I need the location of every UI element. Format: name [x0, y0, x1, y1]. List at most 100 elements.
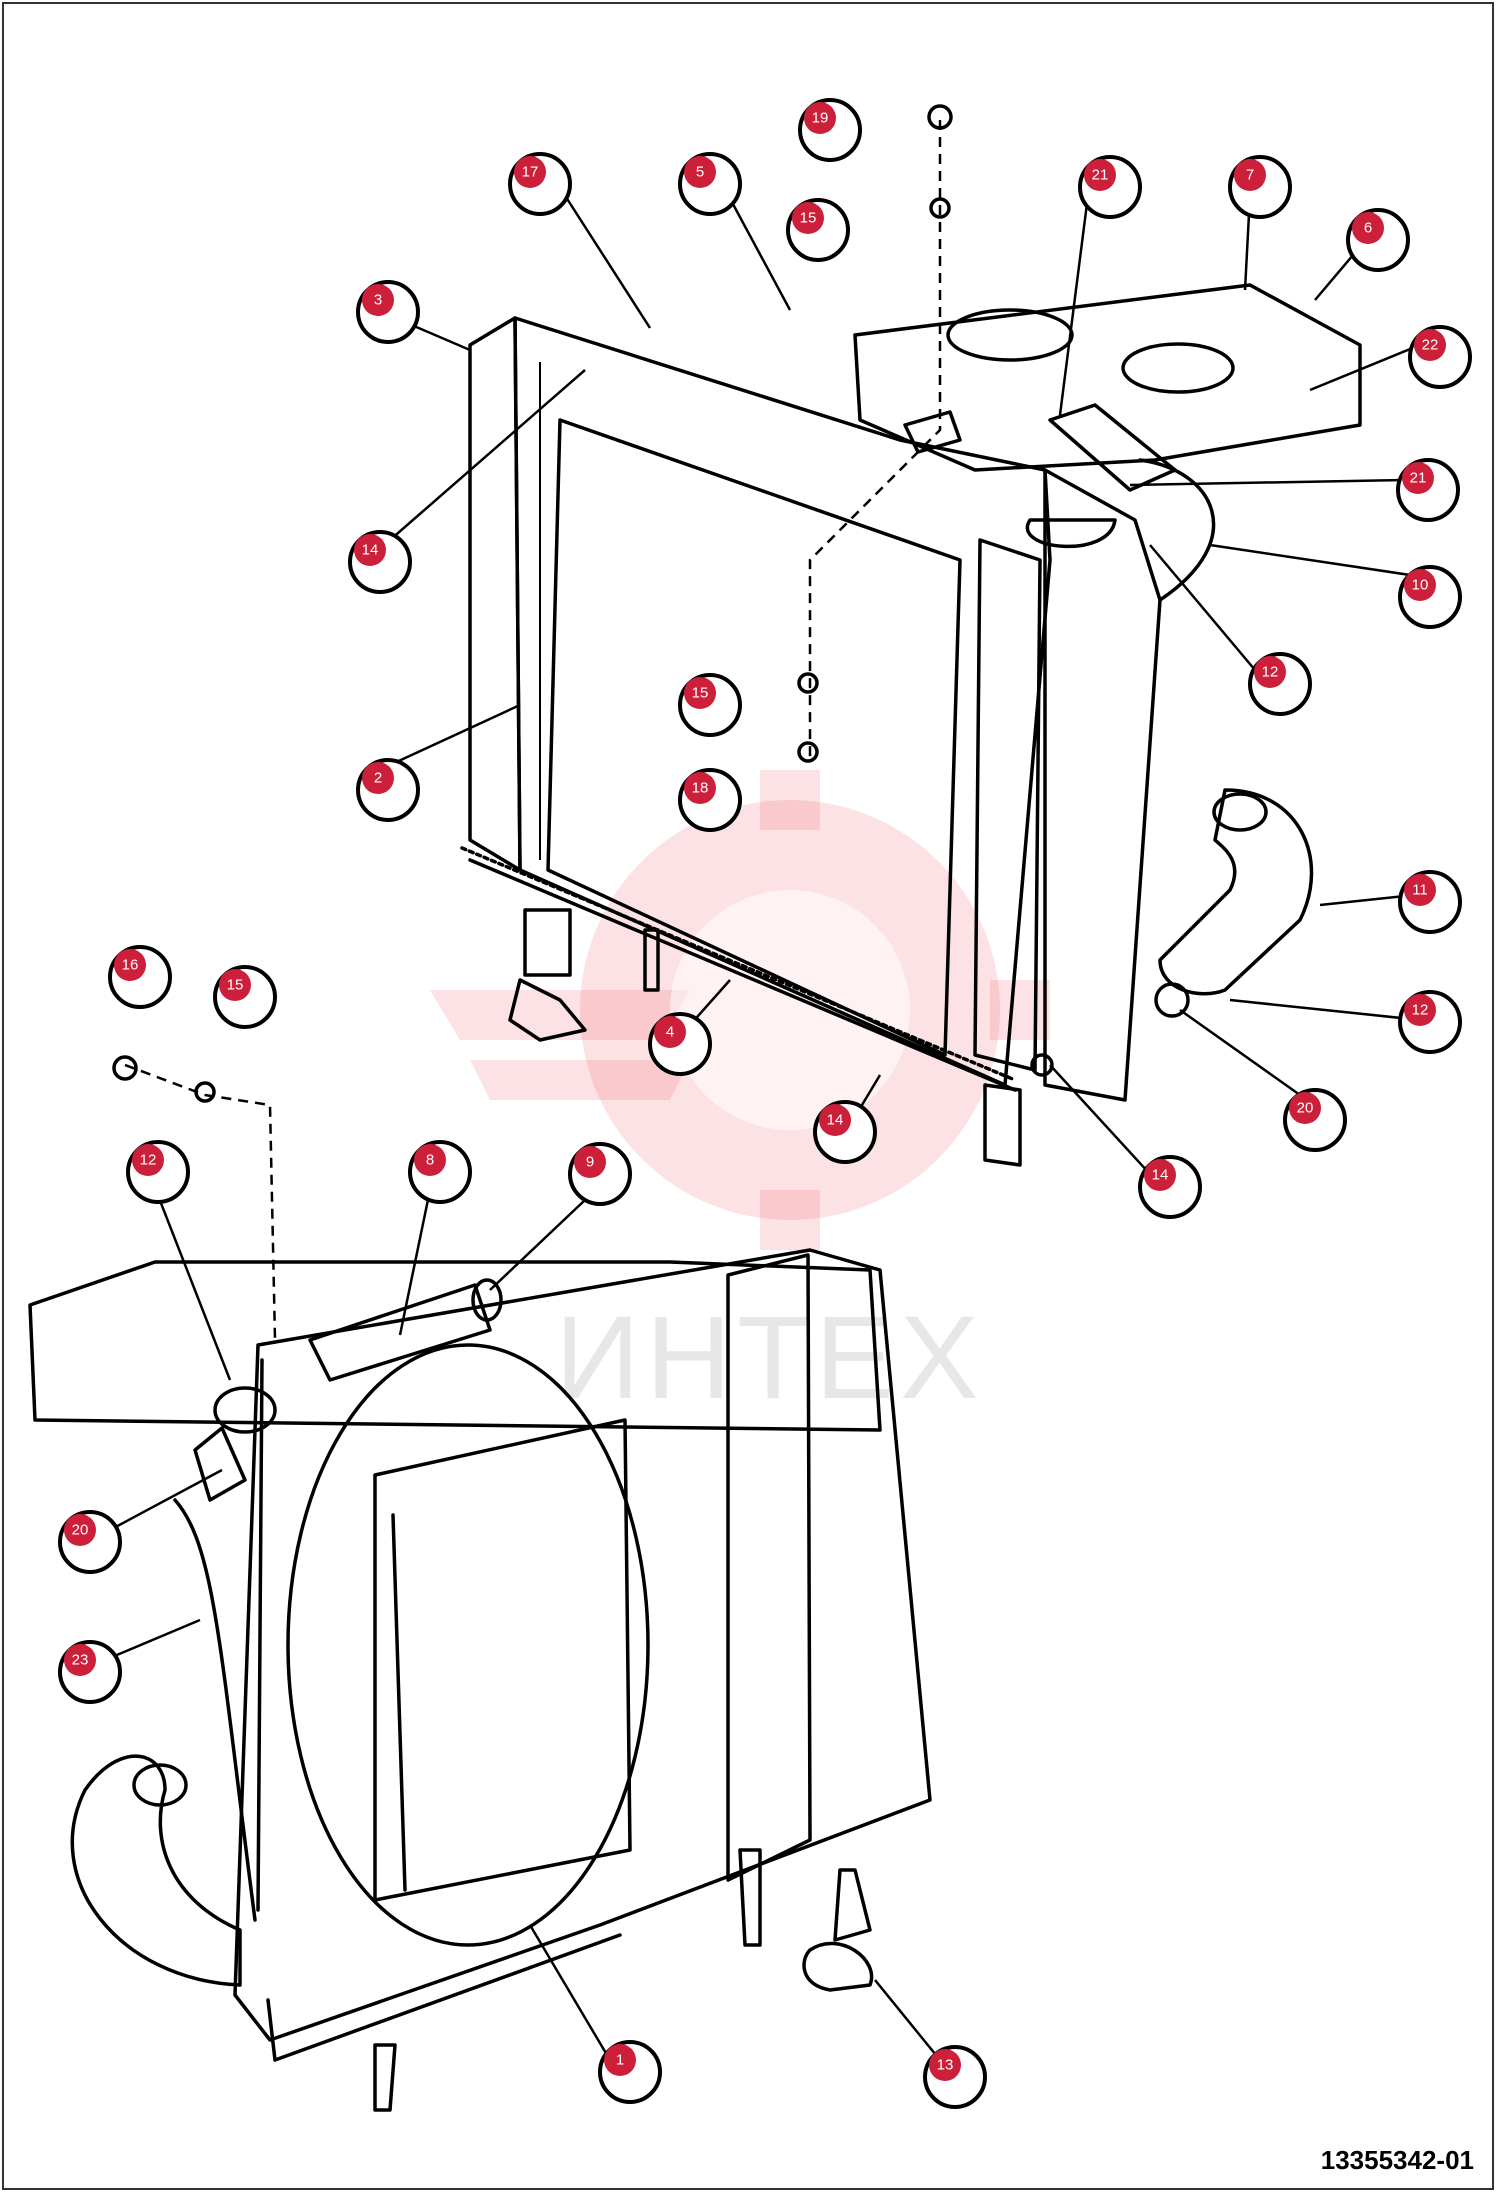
- callout-number: 3: [374, 292, 382, 309]
- callout-dot: [64, 1514, 96, 1546]
- callout-number: 10: [1412, 577, 1429, 594]
- callout-dot: [574, 1146, 606, 1178]
- callout-number: 20: [1297, 1100, 1314, 1117]
- callout-21[interactable]: 21: [1078, 155, 1142, 219]
- callout-number: 12: [1412, 1002, 1429, 1019]
- callout-dot: [1254, 656, 1286, 688]
- watermark-text: ИНТЕХ: [555, 1292, 985, 1424]
- callout-12[interactable]: 12: [1398, 990, 1462, 1054]
- callout-number: 5: [696, 164, 704, 181]
- callout-22[interactable]: 22: [1408, 325, 1472, 389]
- callout-dot: [514, 156, 546, 188]
- callout-20[interactable]: 20: [58, 1510, 122, 1574]
- callout-number: 15: [227, 977, 244, 994]
- callout-dot: [1084, 159, 1116, 191]
- callout-dot: [684, 677, 716, 709]
- callout-12[interactable]: 12: [1248, 652, 1312, 716]
- callout-11[interactable]: 11: [1398, 870, 1462, 934]
- callout-1[interactable]: 1: [598, 2040, 662, 2104]
- callout-number: 19: [812, 110, 829, 127]
- callout-7[interactable]: 7: [1228, 155, 1292, 219]
- callout-number: 15: [692, 685, 709, 702]
- callout-dot: [132, 1144, 164, 1176]
- callout-number: 7: [1246, 167, 1254, 184]
- callout-dot: [1352, 212, 1384, 244]
- callout-4[interactable]: 4: [648, 1012, 712, 1076]
- callout-dot: [684, 156, 716, 188]
- callout-2[interactable]: 2: [356, 758, 420, 822]
- callout-20[interactable]: 20: [1283, 1088, 1347, 1152]
- callout-number: 23: [72, 1652, 89, 1669]
- callout-number: 18: [692, 780, 709, 797]
- callout-dot: [362, 284, 394, 316]
- callout-number: 22: [1422, 337, 1439, 354]
- callout-number: 8: [426, 1152, 434, 1169]
- callout-15[interactable]: 15: [213, 965, 277, 1029]
- callout-number: 17: [522, 164, 539, 181]
- callout-number: 11: [1412, 882, 1428, 899]
- callout-dot: [414, 1144, 446, 1176]
- callout-23[interactable]: 23: [58, 1640, 122, 1704]
- callout-8[interactable]: 8: [408, 1140, 472, 1204]
- callout-number: 20: [72, 1522, 89, 1539]
- callout-16[interactable]: 16: [108, 945, 172, 1009]
- callout-dot: [114, 949, 146, 981]
- lower-radiator-assembly: [28, 1055, 932, 2112]
- callout-number: 21: [1410, 470, 1427, 487]
- callout-dot: [1144, 1159, 1176, 1191]
- callout-number: 12: [140, 1152, 157, 1169]
- callout-dot: [1234, 159, 1266, 191]
- callout-number: 1: [616, 2052, 624, 2069]
- callout-dot: [604, 2044, 636, 2076]
- callout-number: 14: [1152, 1167, 1169, 1184]
- callout-dot: [1289, 1092, 1321, 1124]
- callout-21[interactable]: 21: [1396, 458, 1460, 522]
- callout-dot: [64, 1644, 96, 1676]
- callout-number: 9: [586, 1154, 594, 1171]
- callout-number: 15: [800, 210, 817, 227]
- callout-12[interactable]: 12: [126, 1140, 190, 1204]
- watermark-logo: [430, 770, 1050, 1250]
- callout-dot: [219, 969, 251, 1001]
- callout-number: 6: [1364, 220, 1372, 237]
- callout-14[interactable]: 14: [1138, 1155, 1202, 1219]
- callout-10[interactable]: 10: [1398, 565, 1462, 629]
- callout-number: 21: [1092, 167, 1109, 184]
- callout-number: 4: [666, 1024, 674, 1041]
- callout-number: 14: [827, 1112, 844, 1129]
- callout-dot: [929, 2049, 961, 2081]
- callout-3[interactable]: 3: [356, 280, 420, 344]
- callout-13[interactable]: 13: [923, 2045, 987, 2109]
- callout-14[interactable]: 14: [813, 1100, 877, 1164]
- callout-dot: [1404, 874, 1436, 906]
- callout-6[interactable]: 6: [1346, 208, 1410, 272]
- callout-15[interactable]: 15: [678, 673, 742, 737]
- callout-dot: [819, 1104, 851, 1136]
- callout-number: 2: [374, 770, 382, 787]
- callout-dot: [684, 772, 716, 804]
- callout-dot: [654, 1016, 686, 1048]
- callout-18[interactable]: 18: [678, 768, 742, 832]
- leader-lines: [104, 179, 1421, 2061]
- callout-14[interactable]: 14: [348, 530, 412, 594]
- callout-17[interactable]: 17: [508, 152, 572, 216]
- callout-dot: [804, 102, 836, 134]
- callout-15[interactable]: 15: [786, 198, 850, 262]
- callout-number: 14: [362, 542, 379, 559]
- document-number: 13355342-01: [1320, 2145, 1474, 2175]
- callout-number: 13: [937, 2057, 954, 2074]
- callout-dot: [1402, 462, 1434, 494]
- callout-19[interactable]: 19: [798, 98, 862, 162]
- callout-9[interactable]: 9: [568, 1142, 632, 1206]
- callout-dot: [792, 202, 824, 234]
- upper-radiator-assembly: [460, 104, 1362, 1167]
- callout-number: 16: [122, 957, 139, 974]
- callout-dot: [354, 534, 386, 566]
- callout-dot: [1404, 994, 1436, 1026]
- callout-5[interactable]: 5: [678, 152, 742, 216]
- callout-dot: [1414, 329, 1446, 361]
